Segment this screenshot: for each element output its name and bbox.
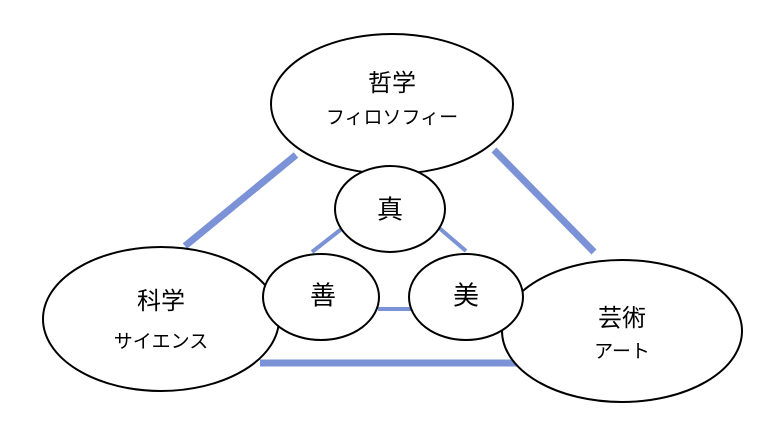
science-ellipse <box>42 246 280 392</box>
node-truth: 真 <box>334 165 446 253</box>
science-title: 科学 <box>137 287 185 315</box>
node-goodness: 善 <box>262 253 380 341</box>
science-subtitle: サイエンス <box>114 331 208 353</box>
node-philosophy: 哲学 フィロソフィー <box>270 33 514 175</box>
philosophy-title: 哲学 <box>368 69 416 97</box>
connector-philosophy-science <box>182 152 299 249</box>
philosophy-ellipse <box>270 33 514 175</box>
truth-ellipse <box>334 165 446 253</box>
connector-truth-beauty <box>436 225 468 253</box>
truth-label: 真 <box>377 196 403 226</box>
node-science: 科学 サイエンス <box>42 246 280 392</box>
node-beauty: 美 <box>408 253 524 341</box>
goodness-ellipse <box>262 253 380 341</box>
art-title: 芸術 <box>598 304 646 332</box>
goodness-label: 善 <box>310 282 336 312</box>
beauty-ellipse <box>408 253 524 341</box>
connector-philosophy-art <box>491 147 597 255</box>
art-subtitle: アート <box>594 341 650 363</box>
philosophy-subtitle: フィロソフィー <box>326 107 458 129</box>
connector-truth-goodness <box>310 225 346 254</box>
beauty-label: 美 <box>453 282 479 312</box>
node-art: 芸術 アート <box>501 259 743 403</box>
